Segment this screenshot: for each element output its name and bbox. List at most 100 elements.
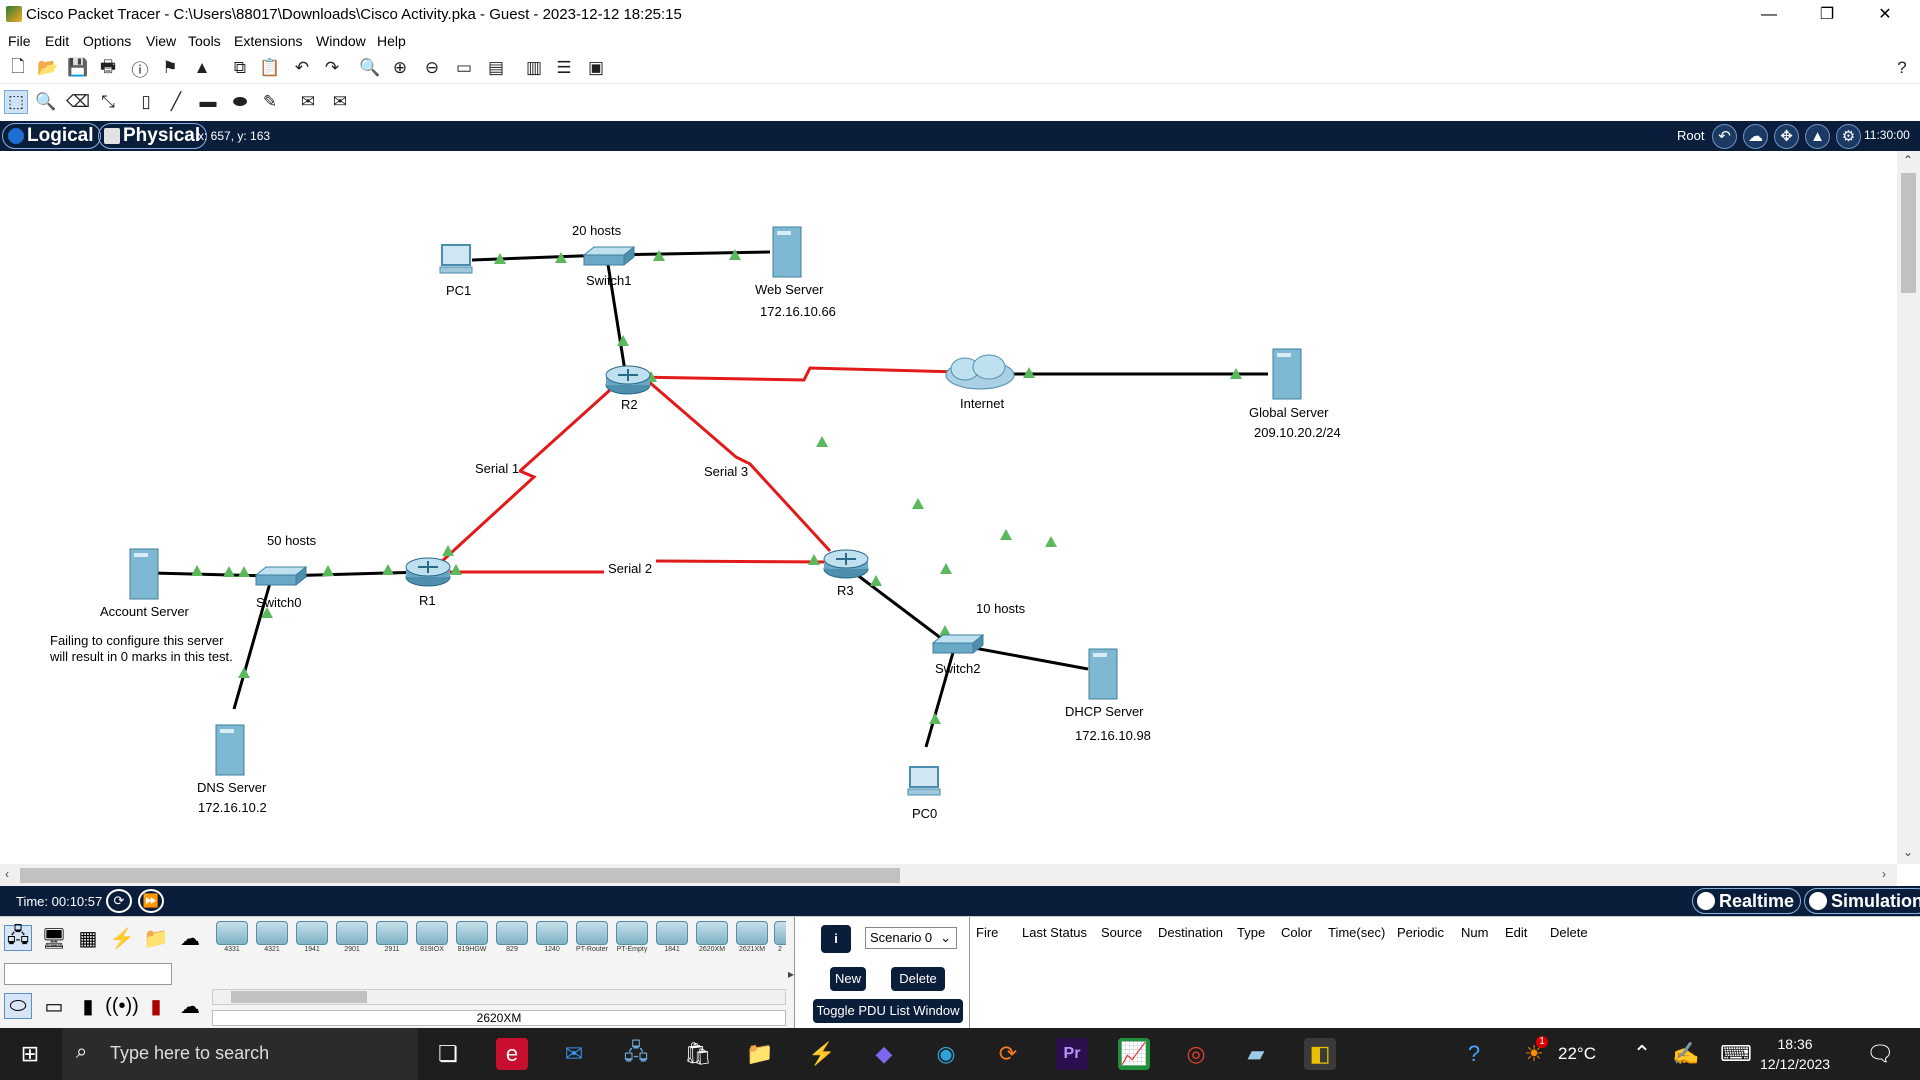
move-object-icon[interactable]: ✥ bbox=[1774, 124, 1799, 149]
wan-emulation-icon[interactable]: ☁ bbox=[180, 995, 200, 1018]
scroll-down-icon[interactable]: ⌄ bbox=[1903, 845, 1914, 859]
custom-device-icon[interactable]: ▤ bbox=[487, 58, 505, 77]
print-icon[interactable]: 🖶 bbox=[99, 56, 117, 76]
close-button[interactable]: ✕ bbox=[1878, 6, 1892, 23]
menu-edit[interactable]: Edit bbox=[45, 33, 70, 49]
background-icon[interactable]: ▲ bbox=[1805, 124, 1830, 149]
col-destination[interactable]: Destination bbox=[1158, 925, 1224, 940]
menu-options[interactable]: Options bbox=[83, 33, 132, 49]
hubs-icon[interactable]: ▮ bbox=[82, 995, 94, 1018]
menu-help[interactable]: Help bbox=[377, 33, 406, 49]
edge-icon[interactable]: ◉ bbox=[936, 1041, 956, 1066]
toggle-pdu-list-button[interactable]: Toggle PDU List Window bbox=[813, 999, 963, 1023]
line-tool-icon[interactable]: ╱ bbox=[170, 92, 182, 111]
model-2911[interactable]: 2911 bbox=[374, 921, 410, 959]
premiere-pro-icon[interactable]: Pr bbox=[1056, 1038, 1088, 1070]
network-app-icon[interactable]: 🖧 bbox=[623, 1039, 649, 1064]
connections-icon[interactable]: ⚡ bbox=[109, 927, 135, 950]
inspect-tool-icon[interactable]: 🔍 bbox=[35, 92, 57, 111]
simple-pdu-icon[interactable]: ✉ bbox=[300, 92, 316, 111]
col-type[interactable]: Type bbox=[1237, 925, 1266, 940]
help-tips-icon[interactable]: ? bbox=[1467, 1041, 1481, 1066]
stocks-app-icon[interactable]: 📈 bbox=[1118, 1038, 1150, 1070]
file-explorer-icon[interactable]: 📁 bbox=[746, 1041, 774, 1066]
horizontal-scrollbar[interactable]: ‹ › bbox=[0, 864, 1897, 886]
col-delete[interactable]: Delete bbox=[1550, 925, 1588, 940]
scroll-left-icon[interactable]: ‹ bbox=[5, 867, 9, 881]
cluster-view-icon[interactable]: ☁ bbox=[1743, 124, 1768, 149]
screenshot-icon[interactable]: ▣ bbox=[587, 58, 605, 77]
model-4321[interactable]: 4321 bbox=[254, 921, 290, 959]
select-tool-icon[interactable]: ⬚ bbox=[4, 90, 28, 114]
mail-icon[interactable]: ✉ bbox=[564, 1041, 584, 1066]
menu-window[interactable]: Window bbox=[316, 33, 366, 49]
network-info-icon[interactable]: ⚑ bbox=[162, 58, 178, 77]
notifications-icon[interactable]: 🗨 bbox=[1866, 1041, 1894, 1066]
delete-tool-icon[interactable]: ⌫ bbox=[65, 92, 91, 111]
logical-view-button[interactable]: Logical bbox=[2, 123, 101, 149]
model-pt-empty[interactable]: PT-Empty bbox=[614, 921, 650, 959]
model-1240[interactable]: 1240 bbox=[534, 921, 570, 959]
col-color[interactable]: Color bbox=[1281, 925, 1313, 940]
freeform-tool-icon[interactable]: ✎ bbox=[262, 92, 278, 111]
scenario-select[interactable]: Scenario 0⌄ bbox=[865, 927, 957, 949]
components-icon[interactable]: ▦ bbox=[78, 927, 98, 950]
model-partial[interactable]: 2 bbox=[774, 921, 786, 959]
rectangle-tool-icon[interactable]: ▬ bbox=[199, 92, 217, 111]
simulation-mode-button[interactable]: Simulation bbox=[1804, 888, 1920, 914]
copilot-icon[interactable]: ◆ bbox=[875, 1041, 893, 1066]
open-folder-icon[interactable]: 📂 bbox=[37, 58, 59, 77]
vertical-scrollbar[interactable]: ⌃ ⌄ bbox=[1897, 151, 1920, 864]
windows-start-icon[interactable]: ⊞ bbox=[20, 1041, 40, 1066]
taskbar-search[interactable]: ⌕ Type here to search bbox=[62, 1028, 418, 1080]
save-icon[interactable]: 💾 bbox=[67, 58, 89, 77]
scroll-up-icon[interactable]: ⌃ bbox=[1903, 153, 1914, 167]
viewport-icon[interactable]: ☰ bbox=[556, 58, 572, 77]
realtime-mode-button[interactable]: Realtime bbox=[1692, 888, 1802, 914]
model-819hgw[interactable]: 819HGW bbox=[454, 921, 490, 959]
chrome-icon[interactable]: ◎ bbox=[1186, 1041, 1206, 1066]
scenario-info-icon[interactable]: i bbox=[821, 925, 851, 953]
col-time[interactable]: Time(sec) bbox=[1328, 925, 1386, 940]
network-devices-icon[interactable]: 🖧 bbox=[4, 925, 32, 951]
zoom-out-icon[interactable]: ⊖ bbox=[424, 58, 440, 77]
activity-wizard-icon[interactable]: ▲ bbox=[193, 58, 211, 77]
new-file-icon[interactable]: 🗋 bbox=[11, 56, 25, 76]
task-view-icon[interactable]: ❏ bbox=[438, 1041, 458, 1066]
copy-icon[interactable]: ⧉ bbox=[233, 58, 247, 77]
horizontal-scroll-thumb[interactable] bbox=[20, 868, 900, 883]
models-scrollbar[interactable] bbox=[212, 989, 786, 1005]
model-1841[interactable]: 1841 bbox=[654, 921, 690, 959]
model-4331[interactable]: 4331 bbox=[214, 921, 250, 959]
resize-tool-icon[interactable]: ⤡ bbox=[101, 92, 115, 111]
panel-expand-icon[interactable]: ▸ bbox=[788, 967, 795, 981]
back-icon[interactable]: ↶ bbox=[1712, 124, 1737, 149]
col-num[interactable]: Num bbox=[1461, 925, 1489, 940]
paste-icon[interactable]: 📋 bbox=[259, 58, 281, 77]
menu-view[interactable]: View bbox=[146, 33, 177, 49]
drawing-palette-icon[interactable]: ▭ bbox=[455, 58, 473, 77]
pen-icon[interactable]: ✍ bbox=[1672, 1041, 1700, 1066]
models-scroll-thumb[interactable] bbox=[231, 991, 367, 1003]
routers-icon[interactable]: ⬭ bbox=[4, 993, 32, 1019]
store-icon[interactable]: 🛍 bbox=[684, 1041, 712, 1066]
undo-icon[interactable]: ↶ bbox=[294, 58, 310, 77]
vertical-scroll-thumb[interactable] bbox=[1901, 173, 1916, 293]
col-periodic[interactable]: Periodic bbox=[1397, 925, 1444, 940]
new-scenario-button[interactable]: New bbox=[830, 967, 866, 991]
notes-app-icon[interactable]: ▰ bbox=[1247, 1041, 1265, 1066]
zoom-in-icon[interactable]: 🔍 bbox=[359, 58, 381, 77]
logical-workspace[interactable]: 20 hosts PC1 Switch1 Web Server 172.16.1… bbox=[0, 151, 1897, 864]
end-devices-icon[interactable]: 🖥 bbox=[41, 927, 67, 950]
col-last-status[interactable]: Last Status bbox=[1022, 925, 1088, 940]
packet-tracer-taskbar-icon[interactable]: ◧ bbox=[1304, 1038, 1336, 1070]
model-2901[interactable]: 2901 bbox=[334, 921, 370, 959]
ellipse-tool-icon[interactable]: ⬬ bbox=[232, 92, 248, 111]
minimize-button[interactable]: — bbox=[1761, 6, 1777, 23]
fast-forward-icon[interactable]: ⏩ bbox=[138, 889, 164, 913]
zoom-reset-icon[interactable]: ⊕ bbox=[392, 58, 408, 77]
redo-icon[interactable]: ↷ bbox=[324, 58, 340, 77]
taskbar-clock[interactable]: 18:36 12/12/2023 bbox=[1760, 1034, 1830, 1074]
model-829[interactable]: 829 bbox=[494, 921, 530, 959]
expressvpn-icon[interactable]: e bbox=[496, 1038, 528, 1070]
